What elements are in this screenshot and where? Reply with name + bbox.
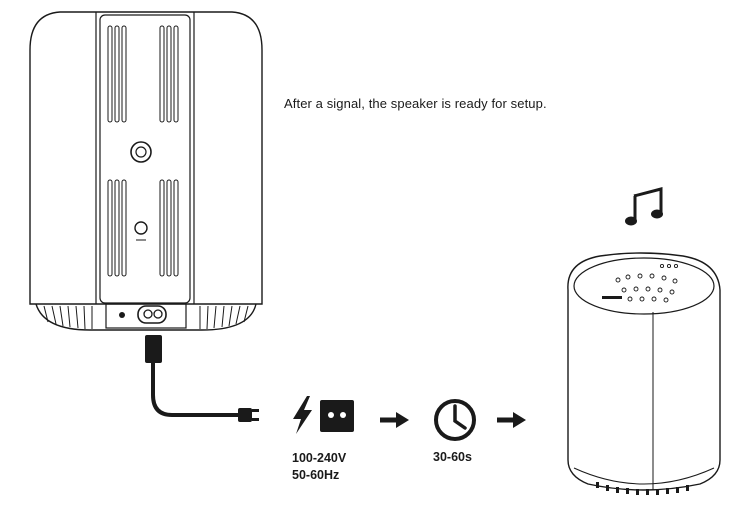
frequency-label: 50-60Hz [292,468,340,482]
power-cable [145,335,259,422]
power-outlet-icon [320,400,354,432]
speaker-front-view [567,252,721,495]
lightning-bolt-icon [293,396,312,434]
setup-caption: After a signal, the speaker is ready for… [284,96,547,111]
arrow-icon [497,412,526,428]
music-note-icon [625,187,663,226]
arrow-icon [380,412,409,428]
voltage-label: 100-240V [292,451,347,465]
power-spec-label: 100-240V 50-60Hz [292,450,346,484]
speaker-back-view [29,11,263,331]
clock-icon [434,399,476,441]
startup-time-label: 30-60s [433,450,472,464]
